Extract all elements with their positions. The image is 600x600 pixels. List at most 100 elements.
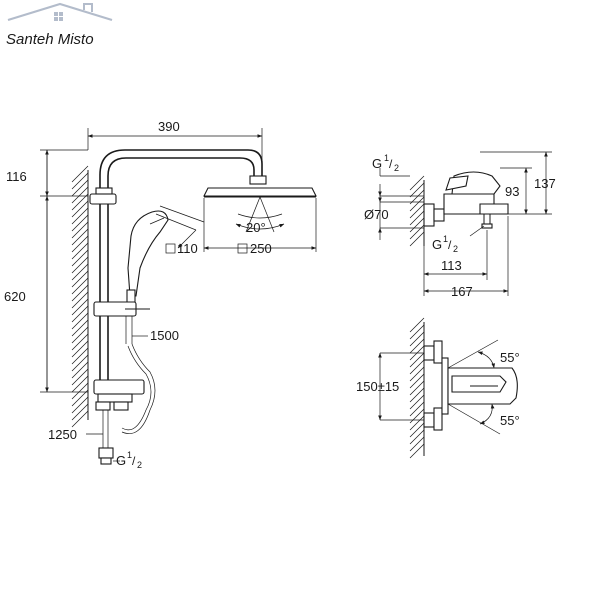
logo: Santeh Misto [6,2,113,48]
hatch-line [71,389,89,407]
hatch-line [71,270,89,288]
wall-hatch-right-bottom [409,317,425,459]
thread-g-spout: G [432,237,442,252]
thread-den-left: 2 [137,460,142,470]
dim-150-15: 150±15 [356,352,424,421]
head-shower: 20° [203,175,317,235]
thread-g-half-mixer-top: G 1 / 2 [372,153,424,197]
mixer-body-side [423,171,509,229]
dim-93-label: 93 [505,184,519,199]
shower-system-view: 20° [4,119,317,470]
logo-text: Santeh Misto [6,31,94,48]
dim-110: 110 [165,229,198,256]
hatch-line [71,410,89,428]
thread-num-top: 1 [384,153,389,163]
mixer-front-view: 150±15 55° 55° [356,317,520,459]
hatch-line [71,172,89,190]
hatch-line [71,235,89,253]
dim-137-label: 137 [534,176,556,191]
hatch-line [409,317,425,333]
dim-620-label: 620 [4,289,26,304]
thread-slash-left: / [132,454,136,468]
hatch-line [71,179,89,197]
hatch-line [409,338,425,354]
angle-55-bottom: 55° [447,403,520,435]
hatch-line [71,193,89,211]
hatch-line [409,401,425,417]
dim-113-label: 113 [441,258,462,273]
hatch-line [409,210,425,226]
hatch-line [409,380,425,396]
hatch-line [409,408,425,424]
hatch-line [71,284,89,302]
dim-150-label: 150±15 [356,379,399,394]
dim-vertical-left: 116 620 [4,149,88,393]
hatch-line [71,340,89,358]
hatch-line [409,331,425,347]
angle-55-top: 55° [447,339,520,369]
dim-116-label: 116 [6,169,27,184]
dim-1250: 1250 [48,427,103,442]
dim-1500: 1500 [132,328,179,343]
dim-diameter-label: Ø70 [364,207,389,222]
hatch-line [71,382,89,400]
hatch-line [409,182,425,198]
hatch-line [71,165,89,183]
dim-1250-label: 1250 [48,427,77,442]
hatch-line [409,324,425,340]
hatch-line [409,217,425,233]
hatch-line [409,422,425,438]
wall-hatch-left [71,165,89,428]
hatch-line [71,200,89,218]
mixer-side-view: G 1 / 2 Ø70 G 1 / 2 9 [364,151,556,299]
dim-390: 390 [87,119,263,172]
dim-1500-label: 1500 [150,328,179,343]
dim-250: 250 [203,198,317,256]
dim-110-label: 110 [177,241,198,256]
dim-250-label: 250 [250,241,272,256]
hatch-line [71,207,89,225]
hatch-line [71,368,89,386]
hatch-line [71,221,89,239]
thread-num-left: 1 [127,450,132,460]
thread-den-spout: 2 [453,244,458,254]
thread-slash-spout: / [448,238,452,252]
hatch-line [71,242,89,260]
hatch-line [71,214,89,232]
hatch-line [71,361,89,379]
hatch-line [409,359,425,375]
hatch-line [409,443,425,459]
hatch-line [409,366,425,382]
hand-shower [93,205,205,434]
dim-93-137: 93 137 [480,151,556,215]
hatch-line [71,305,89,323]
wall-hatch-right-top [409,175,425,247]
hatch-line [71,354,89,372]
house-icon [7,2,113,22]
angle-bottom-label: 55° [500,413,520,428]
hatch-line [409,429,425,445]
spray-angle-label: 20° [246,220,266,235]
hatch-line [409,394,425,410]
hatch-line [71,186,89,204]
hatch-line [71,347,89,365]
hatch-line [71,298,89,316]
thermostat-mixer [93,379,145,465]
hatch-line [71,263,89,281]
hatch-line [71,333,89,351]
dim-113-167: 113 167 [423,216,509,299]
dim-390-label: 390 [158,119,180,134]
riser-rail [89,149,263,390]
thread-g-top: G [372,156,382,171]
hatch-line [71,326,89,344]
hatch-line [409,224,425,240]
thread-slash-top: / [389,157,393,171]
hatch-line [71,312,89,330]
hatch-line [71,396,89,414]
thread-g-half-spout: G 1 / 2 [432,225,485,254]
dim-diameter-70: Ø70 [364,192,424,240]
hatch-line [71,403,89,421]
hatch-line [409,196,425,212]
thread-g-left: G [116,453,126,468]
thread-den-top: 2 [394,163,399,173]
